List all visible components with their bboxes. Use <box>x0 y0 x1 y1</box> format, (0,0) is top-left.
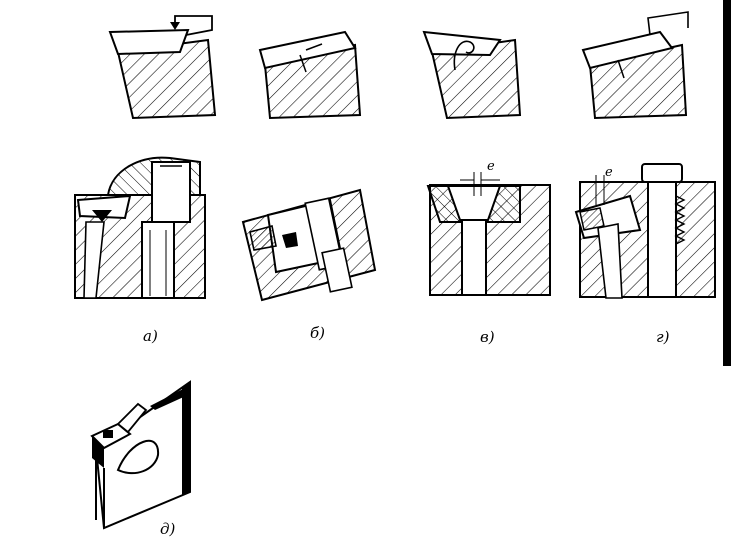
arrow-head-icon <box>170 22 180 30</box>
screw-shank-v <box>461 219 487 296</box>
insert-g <box>579 207 605 231</box>
curved-chip-arrow-icon <box>174 15 213 36</box>
shank-edge-d <box>182 382 190 496</box>
page-edge-bar <box>723 0 731 366</box>
curved-chip-arrow-icon <box>647 11 689 36</box>
pin-g <box>597 223 623 299</box>
gap-label-g: e <box>605 165 613 180</box>
countersunk-head-v <box>446 185 502 221</box>
insert-a <box>76 194 132 220</box>
caption-g: г) <box>656 328 670 346</box>
clamp-section-b <box>241 188 377 302</box>
top-insert-view-v <box>422 30 522 120</box>
gap-label-v: e <box>487 159 495 174</box>
caption-a: а) <box>143 327 158 345</box>
top-insert-view-b <box>258 30 362 120</box>
insert-plate-a <box>108 28 190 56</box>
spring-g <box>674 195 686 245</box>
clamp-section-g: e <box>574 163 716 299</box>
caption-b: б) <box>310 324 326 342</box>
screw-shank-a <box>141 221 175 299</box>
screw-head-g <box>641 163 683 183</box>
screw-tail-b <box>321 247 353 293</box>
top-insert-view-g <box>581 11 689 120</box>
insert-plate-g <box>581 30 674 70</box>
caption-d: д) <box>160 520 176 538</box>
top-insert-view-a <box>108 15 217 120</box>
pin-a <box>83 221 105 299</box>
clamp-section-v: e <box>426 159 551 296</box>
tool-perspective-d <box>90 380 191 530</box>
curved-chip-arrow-icon <box>453 40 475 71</box>
clamp-arm-d <box>116 402 148 434</box>
clamp-section-a <box>74 156 206 299</box>
screw-shank-g <box>647 181 677 298</box>
clamp-cap-d <box>116 439 160 475</box>
insert-b <box>249 225 277 251</box>
caption-v: в) <box>480 328 495 346</box>
screw-head-a <box>151 161 191 223</box>
